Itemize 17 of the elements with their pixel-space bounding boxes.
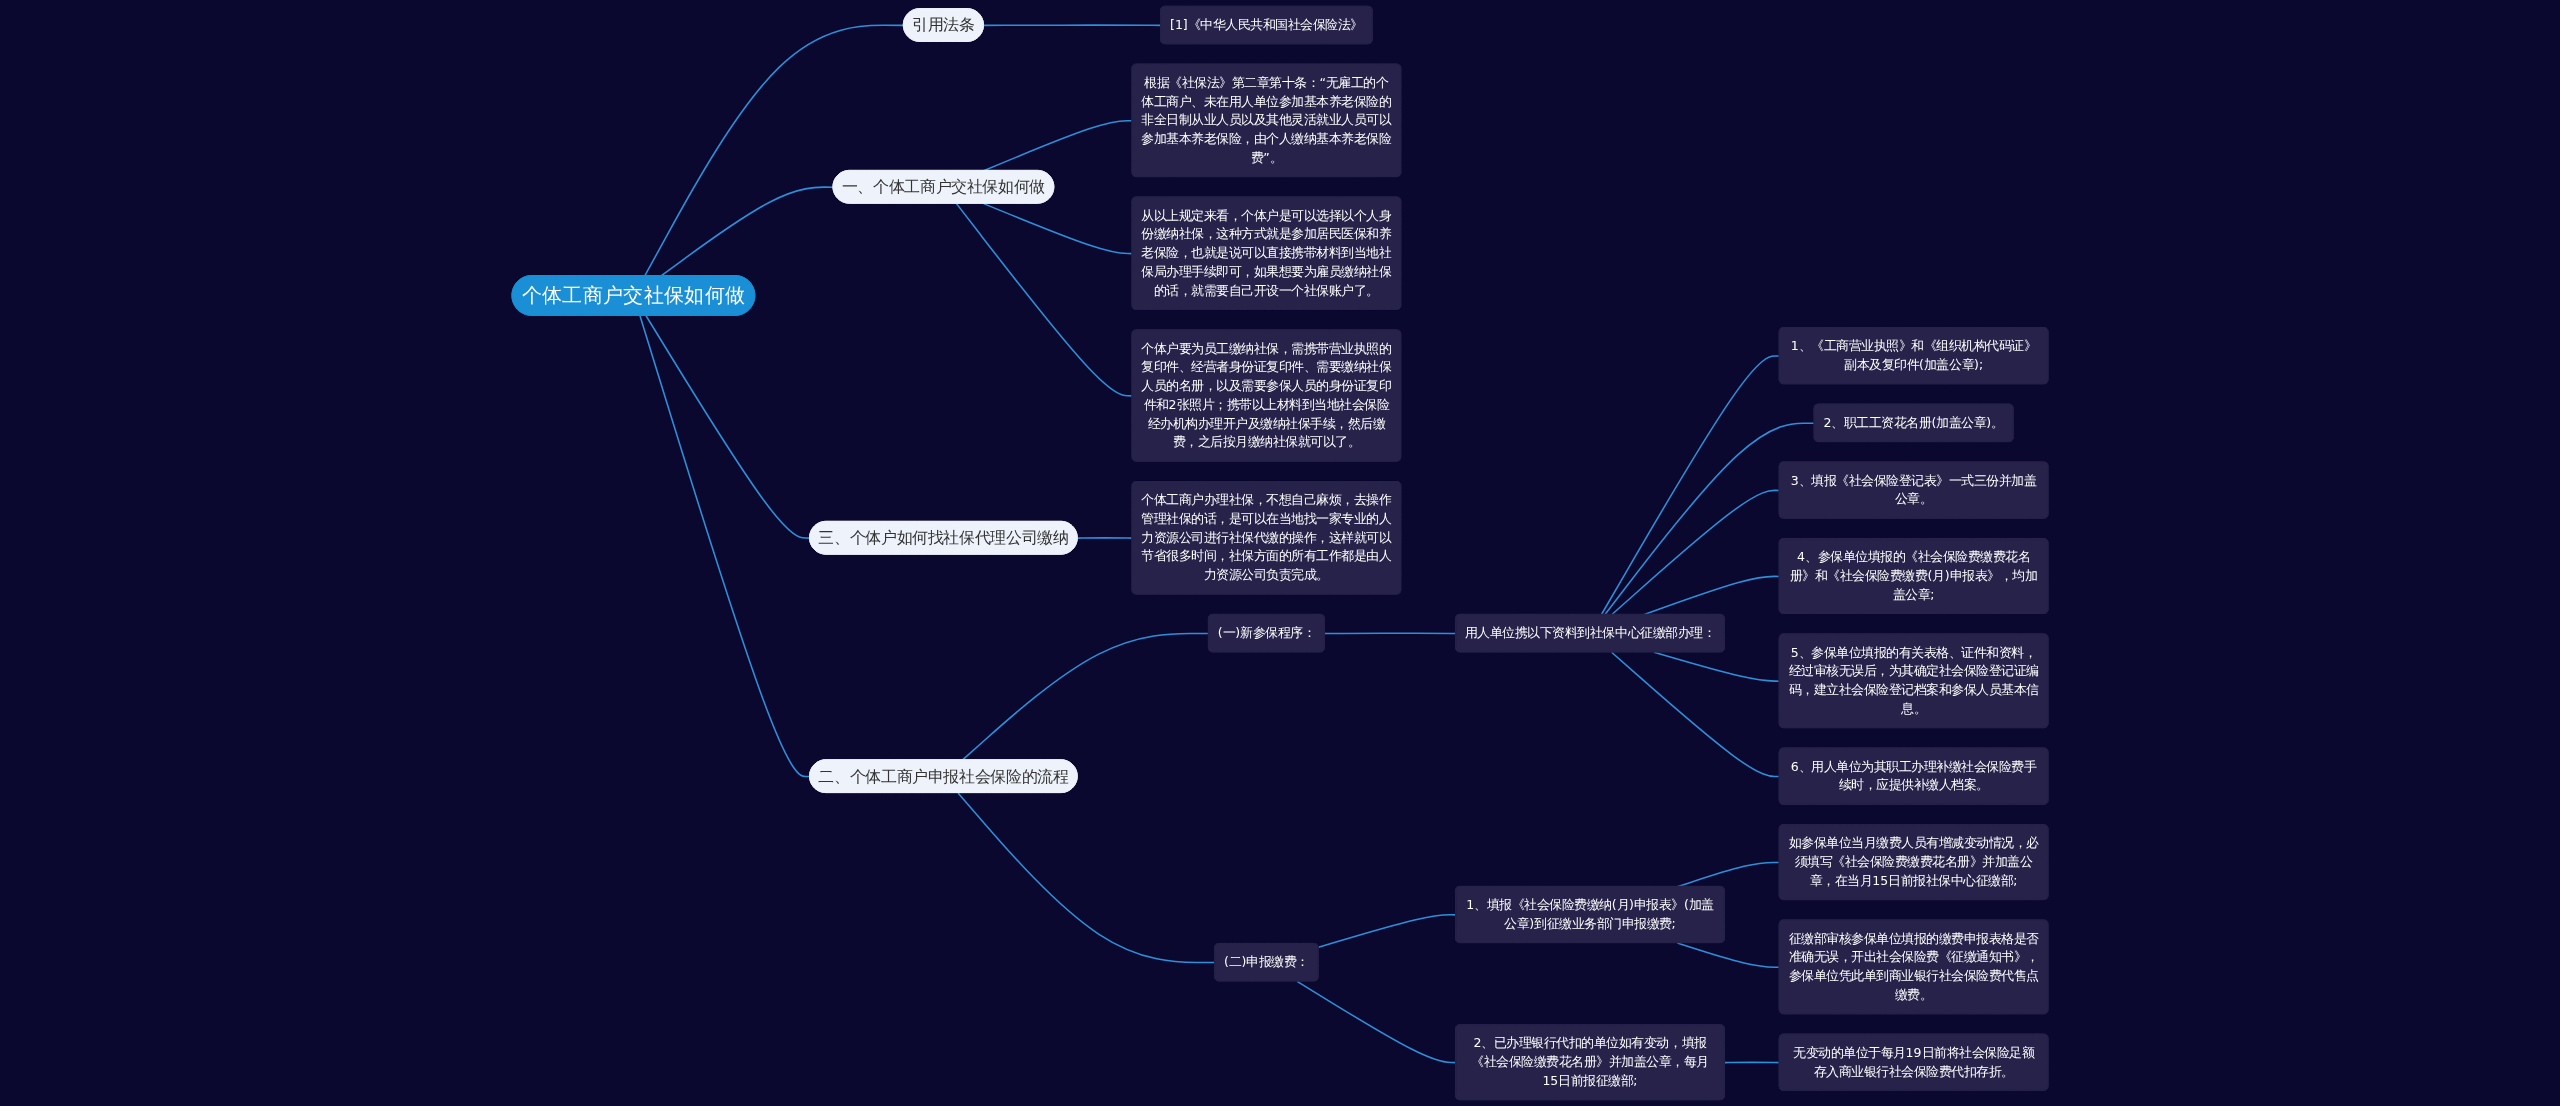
- connector: [957, 792, 1216, 964]
- connector: [1653, 651, 1781, 682]
- connector: [1610, 651, 1781, 778]
- connector: [1676, 942, 1781, 969]
- connector: [1296, 980, 1457, 1064]
- connector: [1604, 422, 1816, 616]
- connector: [639, 315, 811, 778]
- connector: [1724, 1061, 1781, 1064]
- connector: [660, 186, 835, 277]
- connector: [1324, 632, 1457, 635]
- connector: [644, 24, 905, 277]
- connector: [1610, 489, 1781, 616]
- connector: [645, 315, 811, 539]
- connector: [1600, 355, 1781, 616]
- connector: [961, 632, 1210, 761]
- connector: [983, 24, 1162, 27]
- connector: [1317, 914, 1457, 949]
